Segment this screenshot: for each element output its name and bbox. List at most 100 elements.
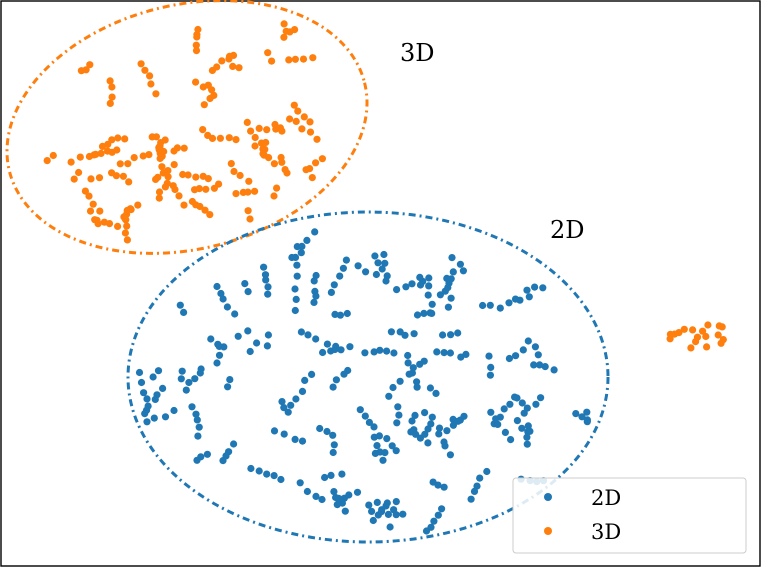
point-3d: [141, 66, 149, 74]
point-2d: [333, 501, 341, 509]
point-3d: [251, 142, 259, 150]
point-2d: [261, 271, 270, 279]
point-2d: [408, 280, 416, 288]
point-2d: [501, 428, 509, 436]
point-2d: [135, 368, 144, 377]
point-2d: [429, 478, 437, 486]
point-2d: [226, 376, 234, 384]
point-3d: [265, 154, 273, 162]
point-2d: [449, 268, 457, 276]
point-2d: [392, 511, 400, 519]
point-3d: [106, 99, 114, 107]
point-2d: [379, 456, 387, 464]
point-2d: [193, 416, 201, 424]
point-2d: [447, 331, 455, 339]
point-2d: [373, 442, 381, 450]
point-2d: [353, 488, 362, 496]
point-3d: [164, 173, 172, 181]
point-2d: [231, 310, 239, 318]
point-3d: [213, 63, 221, 71]
point-2d: [335, 494, 343, 502]
point-3d: [273, 184, 281, 192]
point-3d: [291, 55, 299, 63]
point-2d: [319, 348, 327, 357]
point-2d: [386, 523, 394, 531]
point-2d: [531, 283, 539, 291]
point-2d: [370, 348, 378, 356]
point-2d: [373, 498, 381, 506]
point-3d: [155, 188, 164, 196]
point-2d: [316, 424, 324, 433]
point-2d: [435, 424, 444, 432]
point-2d: [244, 288, 252, 296]
point-2d: [354, 262, 362, 270]
point-3d: [43, 157, 51, 165]
point-2d: [262, 276, 270, 284]
point-3d: [179, 170, 187, 179]
point-2d: [454, 329, 462, 337]
point-2d: [159, 384, 167, 392]
point-2d: [434, 511, 442, 519]
point-2d: [377, 508, 386, 516]
point-2d: [511, 295, 520, 303]
point-2d: [144, 402, 152, 410]
point-2d: [381, 449, 389, 457]
point-2d: [323, 340, 331, 348]
point-2d: [412, 430, 420, 438]
point-2d: [511, 352, 520, 360]
point-2d: [505, 299, 513, 307]
point-3d: [200, 101, 208, 109]
point-2d: [413, 383, 421, 391]
point-2d: [192, 410, 200, 418]
point-2d: [411, 411, 419, 419]
point-2d: [278, 398, 286, 406]
point-2d: [196, 369, 204, 377]
point-3d: [100, 218, 108, 226]
point-3d: [124, 160, 132, 168]
point-3d: [306, 128, 315, 136]
point-2d: [213, 282, 221, 291]
point-2d: [298, 437, 307, 445]
point-2d: [422, 527, 431, 535]
point-2d: [327, 471, 335, 479]
point-2d: [149, 373, 157, 381]
point-2d: [244, 327, 252, 335]
point-2d: [383, 435, 391, 443]
point-2d: [362, 268, 370, 276]
point-2d: [303, 236, 311, 244]
point-2d: [444, 284, 452, 292]
point-2d: [405, 370, 413, 378]
point-3d: [286, 115, 294, 123]
point-3d: [218, 57, 226, 65]
point-3d: [70, 175, 78, 183]
point-2d: [297, 328, 305, 336]
point-2d: [387, 328, 395, 336]
point-2d: [154, 367, 163, 375]
point-2d: [370, 423, 378, 431]
point-3d: [280, 33, 288, 41]
point-2d: [462, 350, 470, 358]
point-2d: [454, 417, 462, 425]
point-2d: [433, 348, 441, 356]
point-3d: [156, 154, 164, 163]
point-3d: [313, 135, 321, 143]
point-3d: [225, 134, 233, 142]
point-2d: [293, 261, 301, 269]
point-2d: [161, 413, 170, 421]
point-2d: [416, 273, 424, 281]
point-2d: [170, 406, 178, 415]
point-3d: [137, 60, 145, 68]
point-3d: [300, 113, 308, 121]
point-3d: [89, 200, 97, 208]
point-2d: [520, 409, 528, 417]
point-3d: [192, 173, 200, 181]
point-3d: [163, 179, 171, 187]
point-2d: [255, 467, 263, 475]
point-2d: [541, 363, 549, 371]
point-2d: [298, 242, 306, 250]
point-3d: [245, 177, 253, 185]
point-2d: [460, 412, 468, 420]
point-2d: [531, 343, 540, 351]
series-2d-points: [135, 228, 592, 535]
point-3d: [229, 62, 237, 70]
